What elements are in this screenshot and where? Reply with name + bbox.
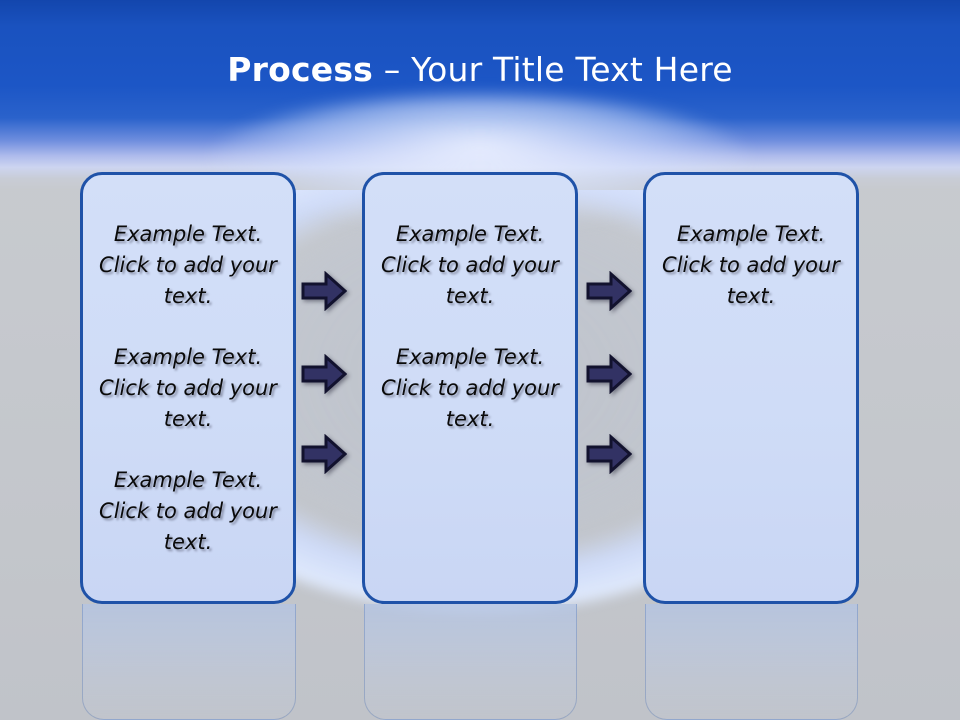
reflection-box-1	[82, 604, 296, 720]
process-box-1-paragraph-1[interactable]: Example Text. Click to add your text.	[99, 222, 277, 308]
right-arrow-icon-1c	[301, 434, 347, 474]
reflection-box-3	[645, 604, 858, 720]
process-box-1-paragraph-2[interactable]: Example Text. Click to add your text.	[99, 345, 277, 431]
right-arrow-icon-2c	[586, 434, 632, 474]
right-arrow-icon-1b	[301, 354, 347, 394]
process-box-3[interactable]: Example Text. Click to add your text.	[643, 172, 859, 604]
process-box-1-paragraph-3[interactable]: Example Text. Click to add your text.	[99, 468, 277, 554]
process-box-2[interactable]: Example Text. Click to add your text. Ex…	[362, 172, 578, 604]
slide-title-bold: Process	[227, 50, 374, 89]
process-box-1[interactable]: Example Text. Click to add your text. Ex…	[80, 172, 296, 604]
reflection-box-2	[364, 604, 577, 720]
right-arrow-icon-2b	[586, 354, 632, 394]
process-box-2-paragraph-2[interactable]: Example Text. Click to add your text.	[381, 345, 559, 431]
right-arrow-icon-2a	[586, 271, 632, 311]
slide-title-rest: – Your Title Text Here	[373, 50, 733, 89]
process-box-3-paragraph-1[interactable]: Example Text. Click to add your text.	[662, 222, 840, 308]
slide-title: Process – Your Title Text Here	[0, 50, 960, 90]
process-box-2-paragraph-1[interactable]: Example Text. Click to add your text.	[381, 222, 559, 308]
right-arrow-icon-1a	[301, 271, 347, 311]
